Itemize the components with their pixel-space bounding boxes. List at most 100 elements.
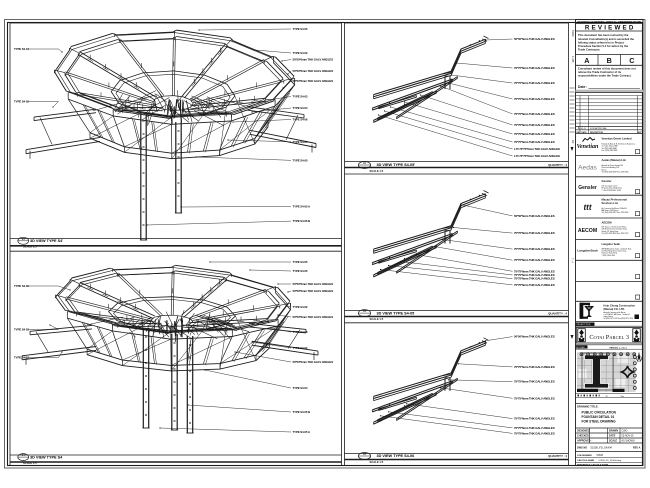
svg-text:TYPE S4-05: TYPE S4-05	[293, 158, 308, 162]
svg-text:75*75*6mm THK GALV ANGLES: 75*75*6mm THK GALV ANGLES	[514, 258, 555, 262]
svg-text:50*50*6mm THK GALV ANGLES: 50*50*6mm THK GALV ANGLES	[514, 37, 555, 41]
svg-text:75*75*6mm THK GALV ANGLES: 75*75*6mm THK GALV ANGLES	[514, 396, 555, 400]
svg-text:KEY PLAN: KEY PLAN	[576, 346, 585, 349]
svg-text:R2: R2	[571, 140, 575, 144]
svg-text:TYPE S4-02: TYPE S4-02	[293, 305, 308, 309]
svg-text:Tel: (853) 2882 8888: Tel: (853) 2882 8888	[602, 148, 617, 150]
svg-text:50*50*6mm THK GALV ANGLES: 50*50*6mm THK GALV ANGLES	[293, 58, 334, 62]
svg-text:TYPE S4-05 A: TYPE S4-05 A	[293, 204, 311, 208]
svg-text:75*75*6mm THK GALV ANGLES: 75*75*6mm THK GALV ANGLES	[514, 269, 555, 273]
svg-text:1.345: 1.345	[571, 56, 575, 63]
svg-text:75*75*6mm THK GALV ANGLES: 75*75*6mm THK GALV ANGLES	[514, 417, 555, 421]
svg-text:B: B	[607, 56, 612, 65]
svg-text:-: -	[364, 315, 365, 317]
svg-text:Procedure Section 5.4 for acti: Procedure Section 5.4 for action by the	[578, 44, 629, 48]
svg-text:50*50*6mm THK GALV ANGLES: 50*50*6mm THK GALV ANGLES	[293, 315, 334, 319]
svg-text:Macau Professional: Macau Professional	[602, 198, 627, 202]
svg-text:SCALE 1:5: SCALE 1:5	[370, 169, 384, 173]
svg-text:DATE: DATE	[609, 435, 616, 438]
svg-text:7 : 4: 7 : 4	[571, 258, 574, 263]
svg-text:75*75*6mm THK GALV ANGLES: 75*75*6mm THK GALV ANGLES	[514, 277, 555, 281]
svg-text:SCALE 1:5: SCALE 1:5	[370, 317, 384, 321]
svg-text:(Macau) CO. LTD.: (Macau) CO. LTD.	[604, 307, 626, 311]
svg-text:LangdonSeah: LangdonSeah	[577, 249, 598, 253]
svg-text:51508: 51508	[597, 455, 604, 457]
svg-text:folloing status referred to in: folloing status referred to in Project	[578, 40, 624, 44]
svg-text:T +852.2599.8788 F .8789: T +852.2599.8788 F .8789	[602, 190, 621, 192]
svg-text:SCALE 1:5: SCALE 1:5	[23, 461, 37, 465]
svg-text:DRAWN: DRAWN	[609, 430, 618, 433]
svg-text:53/24: 53/24	[571, 30, 575, 37]
svg-text:Fax: (853) 2882 8889: Fax: (853) 2882 8889	[602, 150, 618, 152]
svg-text:TYPE S4-04: TYPE S4-04	[293, 106, 308, 110]
svg-text:50*50*6mm THK GALV ANGLES: 50*50*6mm THK GALV ANGLES	[293, 360, 334, 364]
svg-text:TYPE S4-05 A: TYPE S4-05 A	[293, 430, 311, 434]
svg-text:DO NOT SCALE DRAWING. VERIFY A: DO NOT SCALE DRAWING. VERIFY ALL DIMENSI…	[577, 21, 641, 24]
svg-text:Kowloon, Hong Kong: Kowloon, Hong Kong	[602, 253, 618, 255]
svg-text:CWO: CWO	[622, 430, 628, 433]
svg-text:TYPE S4-02: TYPE S4-02	[14, 356, 29, 360]
svg-text:04: 04	[22, 454, 25, 457]
svg-text:Shatin, NT, Hong Kong: Shatin, NT, Hong Kong	[602, 230, 619, 233]
svg-text:DESIGNED: DESIGNED	[577, 430, 590, 433]
svg-text:This document has been revised: This document has been revised by the	[578, 33, 629, 37]
svg-text:QUANTITY : 4: QUANTITY : 4	[548, 163, 567, 167]
svg-text:TYPE S4-03: TYPE S4-03	[293, 95, 308, 99]
svg-text:CAD FILE NAME: CAD FILE NAME	[577, 459, 595, 462]
svg-text:100 How Ming Street, Kwun Tong: 100 How Ming Street, Kwun Tong,	[602, 250, 627, 253]
svg-text:Macau: Macau	[602, 169, 607, 171]
svg-text:China Law Building 21/F: China Law Building 21/F	[602, 167, 620, 169]
svg-text:PARCEL 1, 2 & 3: PARCEL 1, 2 & 3	[610, 346, 628, 349]
svg-text:AECOM: AECOM	[578, 228, 597, 234]
svg-text:A: A	[584, 56, 589, 65]
svg-text:04: 04	[22, 238, 25, 241]
svg-text:FOR STEEL DRAWING: FOR STEEL DRAWING	[582, 420, 617, 424]
svg-text:04: 04	[363, 310, 366, 313]
svg-text:3D VIEW TYPE S4-05: 3D VIEW TYPE S4-05	[377, 311, 415, 315]
svg-text:TYPE S4-02: TYPE S4-02	[293, 346, 308, 350]
svg-text:04: 04	[363, 453, 366, 456]
svg-text:C: C	[629, 56, 634, 65]
svg-text:FOR APPROVAL: FOR APPROVAL	[590, 127, 608, 130]
svg-text:75*75*6mm THK GALV ANGLES: 75*75*6mm THK GALV ANGLES	[514, 66, 555, 70]
svg-text:REV: REV	[577, 132, 582, 134]
svg-text:APP: APP	[638, 131, 643, 134]
svg-text:A: A	[578, 127, 580, 130]
svg-text:Venetian: Venetian	[577, 144, 599, 150]
svg-text:75*75*6mm THK GALV ANGLES: 75*75*6mm THK GALV ANGLES	[514, 273, 555, 277]
svg-text:SCALE 1:5: SCALE 1:5	[23, 245, 37, 249]
svg-text:-: -	[364, 458, 365, 460]
svg-text:REFERENCE CAD FILE NAME: REFERENCE CAD FILE NAME	[577, 464, 609, 467]
svg-text:-: -	[364, 167, 365, 169]
svg-text:Av. Comercial de Macau 251A-30: Av. Comercial de Macau 251A-301	[602, 207, 627, 210]
svg-text:02-11: 02-11	[581, 128, 587, 130]
svg-text:75*75*6mm THK GALV ANGLES: 75*75*6mm THK GALV ANGLES	[514, 247, 555, 251]
svg-text:SCALE: SCALE	[609, 440, 618, 443]
svg-text:89 Queensway, Hong Kong: 89 Queensway, Hong Kong	[602, 188, 622, 190]
svg-text:50*50*6mm THK GALV ANGLES: 50*50*6mm THK GALV ANGLES	[293, 69, 334, 73]
svg-text:SCALE 1:5: SCALE 1:5	[370, 460, 384, 464]
svg-text:75*75*6mm THK GALV ANGLES: 75*75*6mm THK GALV ANGLES	[514, 431, 555, 435]
svg-text:QUANTITY : 4: QUANTITY : 4	[548, 311, 567, 315]
svg-text:138 Shatin Rural Committee Roa: 138 Shatin Rural Committee Road,	[602, 228, 628, 231]
svg-text:Estrada da Baia de N. Senhora: Estrada da Baia de N. Senhora da Esperan…	[602, 143, 636, 146]
svg-text:3D VIEW TYPE S4-05': 3D VIEW TYPE S4-05'	[377, 163, 416, 167]
svg-text:75*75*6mm THK GALV ANGLES: 75*75*6mm THK GALV ANGLES	[514, 380, 555, 384]
svg-text:50*50*6mm THK GALV ANGLES: 50*50*6mm THK GALV ANGLES	[293, 79, 334, 83]
svg-text:25m: 25m	[621, 396, 625, 398]
svg-text:AIA Tower, 20/F Macau: AIA Tower, 20/F Macau	[602, 209, 619, 212]
svg-text:75*75*6mm THK GALV ANGLES: 75*75*6mm THK GALV ANGLES	[514, 97, 555, 101]
svg-text:Venetian Orient Limited: Venetian Orient Limited	[602, 137, 632, 141]
svg-text:-: -	[592, 440, 593, 443]
svg-text:02-NOV-15: 02-NOV-15	[622, 435, 635, 438]
svg-text:75*75*6mm THK GALV ANGLES: 75*75*6mm THK GALV ANGLES	[514, 132, 555, 136]
svg-text:10: 10	[606, 396, 608, 398]
svg-text:3D VIEW TYPE S4-06: 3D VIEW TYPE S4-06	[377, 454, 415, 458]
svg-text:TYPE S4-03: TYPE S4-03	[14, 328, 29, 332]
svg-text:Aedas (Macau) Ltd.: Aedas (Macau) Ltd.	[602, 158, 627, 162]
svg-text:75*75*6mm THK GALV ANGLES: 75*75*6mm THK GALV ANGLES	[514, 231, 555, 235]
svg-text:TYPE S4-04: TYPE S4-04	[293, 140, 308, 144]
svg-text:75*75*6mm THK GALV ANGLES: 75*75*6mm THK GALV ANGLES	[514, 112, 555, 116]
svg-text:75*75*6mm THK GALV ANGLES: 75*75*6mm THK GALV ANGLES	[514, 81, 555, 85]
svg-text:JOB NUMBER: JOB NUMBER	[577, 455, 592, 457]
